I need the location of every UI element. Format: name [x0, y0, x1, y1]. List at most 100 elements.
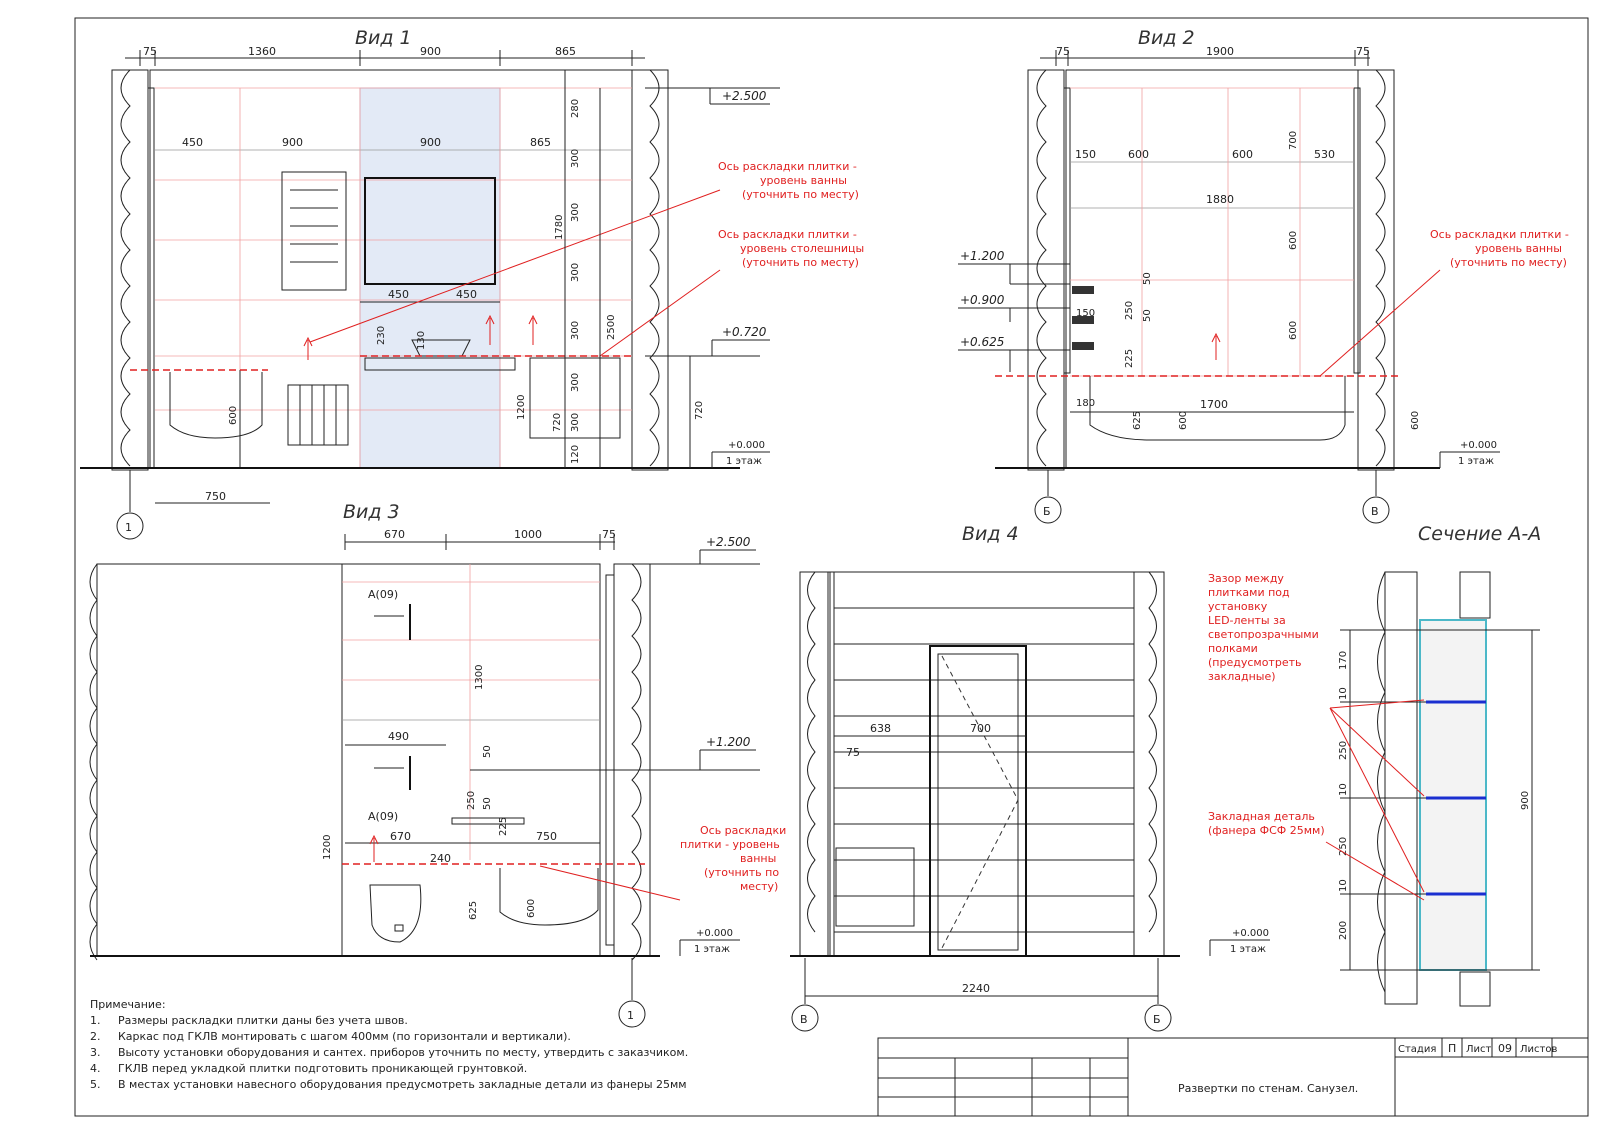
svg-text:Зазор между: Зазор между — [1208, 572, 1284, 585]
title-block: Стадия П Лист 09 Листов Развертки по сте… — [877, 1037, 1589, 1117]
axis-marker — [791, 1004, 819, 1032]
shelf — [1072, 342, 1094, 350]
svg-text:Каркас под ГКЛВ монтировать с: Каркас под ГКЛВ монтировать с шагом 400м… — [118, 1030, 571, 1043]
svg-text:600: 600 — [228, 406, 239, 425]
svg-text:250: 250 — [1338, 837, 1349, 856]
svg-text:+2.500: +2.500 — [722, 89, 767, 103]
notes-block: Примечание: 1. Размеры раскладки плитки … — [90, 998, 688, 1091]
view-1-log-left — [111, 69, 155, 471]
svg-text:900: 900 — [420, 136, 441, 149]
sheet-title: Развертки по стенам. Санузел. — [1178, 1082, 1358, 1095]
svg-text:300: 300 — [570, 321, 581, 340]
svg-text:Листов: Листов — [1520, 1044, 1557, 1055]
svg-text:75: 75 — [143, 45, 157, 58]
svg-text:плитки - уровень: плитки - уровень — [680, 838, 780, 851]
view-4-log-right — [1133, 571, 1165, 957]
svg-text:Размеры раскладки плитки даны: Размеры раскладки плитки даны без учета … — [118, 1014, 408, 1027]
svg-text:+0.900: +0.900 — [960, 293, 1005, 307]
view-3-wall — [341, 563, 601, 957]
svg-text:+1.200: +1.200 — [706, 735, 751, 749]
section-title: Сечение А-А — [1418, 523, 1541, 545]
toilet — [369, 884, 422, 943]
svg-text:1 этаж: 1 этаж — [694, 944, 730, 955]
svg-text:900: 900 — [420, 45, 441, 58]
svg-text:LED-ленты за: LED-ленты за — [1208, 614, 1286, 627]
svg-text:П: П — [1448, 1042, 1456, 1055]
svg-text:2.: 2. — [90, 1030, 101, 1043]
svg-text:700: 700 — [970, 722, 991, 735]
svg-text:3.: 3. — [90, 1046, 101, 1059]
svg-text:(уточнить по месту): (уточнить по месту) — [742, 256, 859, 269]
svg-text:750: 750 — [536, 830, 557, 843]
svg-text:1: 1 — [627, 1009, 634, 1022]
svg-text:638: 638 — [870, 722, 891, 735]
axis-marker — [618, 1000, 646, 1028]
svg-text:600: 600 — [1410, 411, 1421, 430]
svg-text:1.: 1. — [90, 1014, 101, 1027]
shelves — [529, 357, 621, 439]
svg-text:450: 450 — [388, 288, 409, 301]
svg-text:светопрозрачными: светопрозрачными — [1208, 628, 1319, 641]
svg-text:10: 10 — [1338, 783, 1349, 796]
radiator — [287, 384, 349, 446]
view-2-log-left — [1027, 69, 1071, 471]
svg-text:В местах установки навесного о: В местах установки навесного оборудовани… — [118, 1078, 687, 1091]
svg-text:300: 300 — [570, 263, 581, 282]
svg-text:300: 300 — [570, 203, 581, 222]
svg-text:1 этаж: 1 этаж — [1230, 944, 1266, 955]
svg-text:Закладная деталь: Закладная деталь — [1208, 810, 1315, 823]
svg-text:865: 865 — [555, 45, 576, 58]
svg-text:170: 170 — [1338, 651, 1349, 670]
svg-text:09: 09 — [1498, 1042, 1512, 1055]
svg-text:300: 300 — [570, 149, 581, 168]
svg-text:1360: 1360 — [248, 45, 276, 58]
svg-text:75: 75 — [1056, 45, 1070, 58]
mirror — [364, 177, 496, 285]
svg-text:10: 10 — [1338, 687, 1349, 700]
svg-text:10: 10 — [1338, 879, 1349, 892]
axis-marker — [116, 512, 144, 540]
svg-text:уровень столешницы: уровень столешницы — [740, 242, 864, 255]
axis-marker — [1362, 496, 1390, 524]
svg-text:50: 50 — [1142, 309, 1153, 322]
svg-text:720: 720 — [694, 401, 705, 420]
svg-text:450: 450 — [182, 136, 203, 149]
svg-text:600: 600 — [1232, 148, 1253, 161]
section-lining — [1419, 619, 1487, 971]
svg-text:75: 75 — [846, 746, 860, 759]
svg-text:Высоту установки оборудования: Высоту установки оборудования и сантех. … — [118, 1046, 688, 1059]
svg-text:1900: 1900 — [1206, 45, 1234, 58]
view-3: Вид 3 670 1000 75 1300 490 50 250 50 225 — [89, 501, 786, 1028]
svg-text:250: 250 — [466, 791, 477, 810]
view-2: Вид 2 75 1900 75 150 600 600 530 188 — [958, 27, 1569, 524]
door — [929, 645, 1027, 957]
svg-text:ГКЛВ перед укладкой плитки по: ГКЛВ перед укладкой плитки подготовить п… — [118, 1062, 527, 1075]
view-4-log-left — [799, 571, 835, 957]
svg-text:+1.200: +1.200 — [960, 249, 1005, 263]
svg-text:200: 200 — [1338, 921, 1349, 940]
svg-text:1700: 1700 — [1200, 398, 1228, 411]
view-1-log-right — [631, 69, 669, 471]
svg-text:1300: 1300 — [474, 665, 485, 690]
section-mark: А(09) — [368, 588, 398, 601]
svg-text:865: 865 — [530, 136, 551, 149]
svg-text:1 этаж: 1 этаж — [726, 456, 762, 467]
svg-text:ванны: ванны — [740, 852, 776, 865]
svg-text:уровень ванны: уровень ванны — [1475, 242, 1562, 255]
svg-text:600: 600 — [526, 899, 537, 918]
svg-text:230: 230 — [376, 326, 387, 345]
sheet-frame — [74, 17, 1589, 1117]
view-2-levels: +1.200 +0.900 +0.625 +0.000 1 этаж — [958, 249, 1500, 468]
svg-text:Ось раскладки плитки -: Ось раскладки плитки - — [1430, 228, 1569, 241]
svg-text:1000: 1000 — [514, 528, 542, 541]
view-2-log-right — [1353, 69, 1395, 471]
svg-text:250: 250 — [1338, 741, 1349, 760]
svg-text:750: 750 — [205, 490, 226, 503]
svg-text:+0.000: +0.000 — [696, 928, 733, 939]
svg-text:Лист: Лист — [1466, 1044, 1492, 1055]
svg-text:1200: 1200 — [322, 835, 333, 860]
svg-text:150: 150 — [1075, 148, 1096, 161]
svg-text:300: 300 — [570, 413, 581, 432]
svg-text:(уточнить по: (уточнить по — [704, 866, 779, 879]
